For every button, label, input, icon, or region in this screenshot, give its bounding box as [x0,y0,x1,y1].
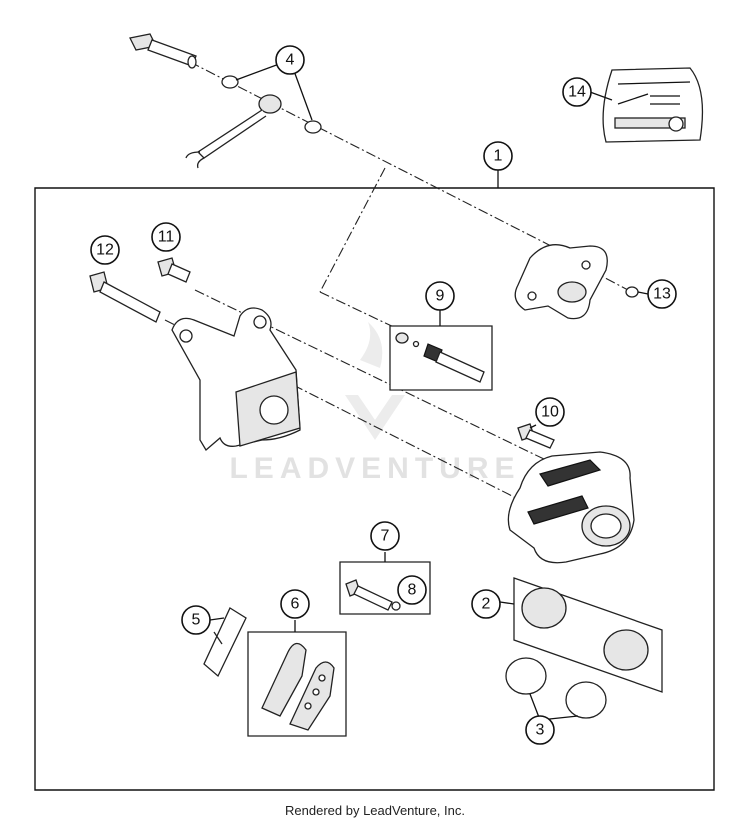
alignment-lines [164,61,629,501]
brake-pad-set [247,631,347,737]
callout-6-label: 6 [291,596,300,613]
callout-1-label: 1 [494,148,503,165]
callout-4-label: 4 [286,52,295,69]
callout-8: 8 [397,575,427,605]
callout-11-label: 11 [158,229,175,246]
piston-seals [505,657,607,719]
callout-8-label: 8 [408,582,417,599]
bleeder-kit [389,325,493,391]
callout-10-label: 10 [541,404,559,421]
watermark-text: LEADVENTURE [229,452,520,485]
callout-9-label: 9 [436,288,445,305]
callout-5-label: 5 [192,612,201,629]
caliper-bracket [171,307,301,451]
banjo-bolt-assembly [129,33,322,169]
callout-3-label: 3 [536,722,545,739]
callout-4: 4 [275,45,305,75]
callout-6: 6 [280,589,310,619]
callout-7: 7 [370,521,400,551]
brake-caliper [507,451,635,564]
callout-14-label: 14 [568,84,586,101]
callout-12-label: 12 [96,242,114,259]
callout-2: 2 [471,589,501,619]
callout-7-label: 7 [381,528,390,545]
callout-5: 5 [181,605,211,635]
callout-1: 1 [483,141,513,171]
pad-spring [203,607,247,678]
mounting-bolts [89,257,191,323]
callout-12: 12 [90,235,120,265]
callout-13: 13 [647,279,677,309]
callout-13-label: 13 [653,286,671,303]
label-sticker [602,67,704,143]
callout-2-label: 2 [482,596,491,613]
piston-kit [513,577,663,693]
caliper-support-half [514,244,639,320]
callout-9: 9 [425,281,455,311]
watermark: LEADVENTURE [229,322,520,485]
callout-14: 14 [562,77,592,107]
callout-10: 10 [535,397,565,427]
footer-credit: Rendered by LeadVenture, Inc. [285,803,465,818]
pad-pin-bolt [517,423,555,449]
callout-11: 11 [151,222,181,252]
assembly-frame [34,187,715,791]
callout-3: 3 [525,715,555,745]
